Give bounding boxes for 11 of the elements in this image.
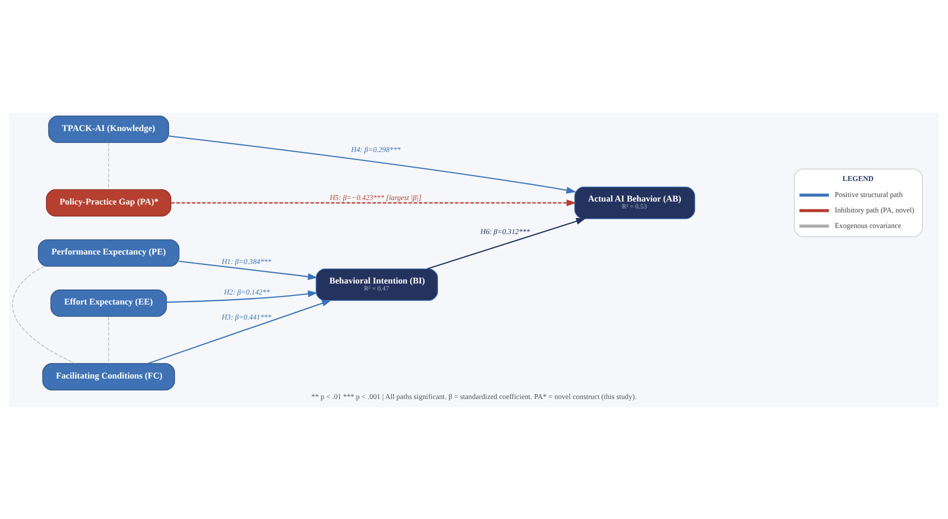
edge-label: H6: β=0.312*** bbox=[480, 226, 530, 236]
edge-label: H2: β=0.142** bbox=[224, 286, 270, 296]
edge-label: H5: β=−0.423*** [largest |β|] bbox=[330, 192, 422, 202]
legend-label: Exogenous covariance bbox=[834, 220, 902, 230]
edge-label: H1: β=0.384*** bbox=[222, 256, 272, 266]
legend-label: Inhibitory path (PA, novel) bbox=[834, 204, 914, 214]
edge-label: H4: β=0.298*** bbox=[351, 144, 401, 154]
edge-label: H3: β=0.441*** bbox=[222, 312, 272, 321]
caption: ** p < .01 *** p < .001 | All paths significant. β = standardized coefficient. PA* = novel construct (this study). bbox=[311, 391, 637, 400]
label: LEGEND bbox=[842, 173, 874, 182]
legend-label: Positive structural path bbox=[834, 190, 903, 198]
